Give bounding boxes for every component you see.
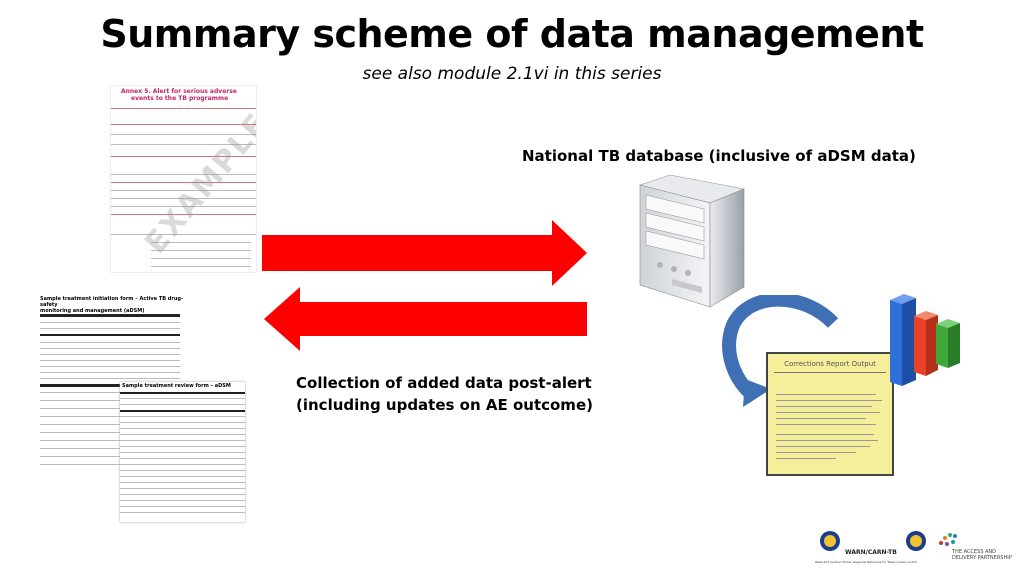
corrections-report: Corrections Report Output — [766, 352, 894, 476]
bar-chart-icon — [890, 294, 960, 386]
review-form-image: Sample treatment review form – aDSM — [120, 382, 245, 522]
warn-carn-logo-text: WARN/CARN-TB — [845, 549, 897, 556]
warn-carn-seal-icon — [820, 531, 840, 551]
database-label: National TB database (inclusive of aDSM … — [522, 147, 916, 165]
partner-logos: WARN/CARN-TB West and Central African Re… — [815, 527, 1020, 572]
access-partnership-logo-icon — [939, 533, 957, 546]
slide-title: Summary scheme of data management — [100, 12, 924, 56]
database-server-icon — [638, 175, 746, 308]
curved-flow-arrow — [722, 295, 839, 407]
review-form-title: Sample treatment review form – aDSM — [122, 383, 231, 389]
arrow-right-to-database — [262, 220, 587, 286]
alert-form-title: Annex 5. Alert for serious adverse event… — [121, 88, 237, 102]
initiation-form-title: Sample treatment initiation form – Activ… — [40, 296, 184, 314]
collection-label: Collection of added data post-alert (inc… — [296, 374, 593, 414]
example-watermark: EXAMPLE — [138, 106, 257, 261]
access-partnership-logo-text: THE ACCESS AND DELIVERY PARTNERSHIP — [952, 549, 1012, 561]
slide-subtitle: see also module 2.1vi in this series — [362, 64, 662, 84]
alert-form-image: Annex 5. Alert for serious adverse event… — [110, 85, 257, 273]
arrow-left-to-forms — [264, 287, 587, 351]
warn-carn-logo-subtext: West and Central African Regional Networ… — [815, 560, 917, 564]
report-title: Corrections Report Output — [784, 360, 876, 368]
warn-carn-seal-icon-2 — [906, 531, 926, 551]
